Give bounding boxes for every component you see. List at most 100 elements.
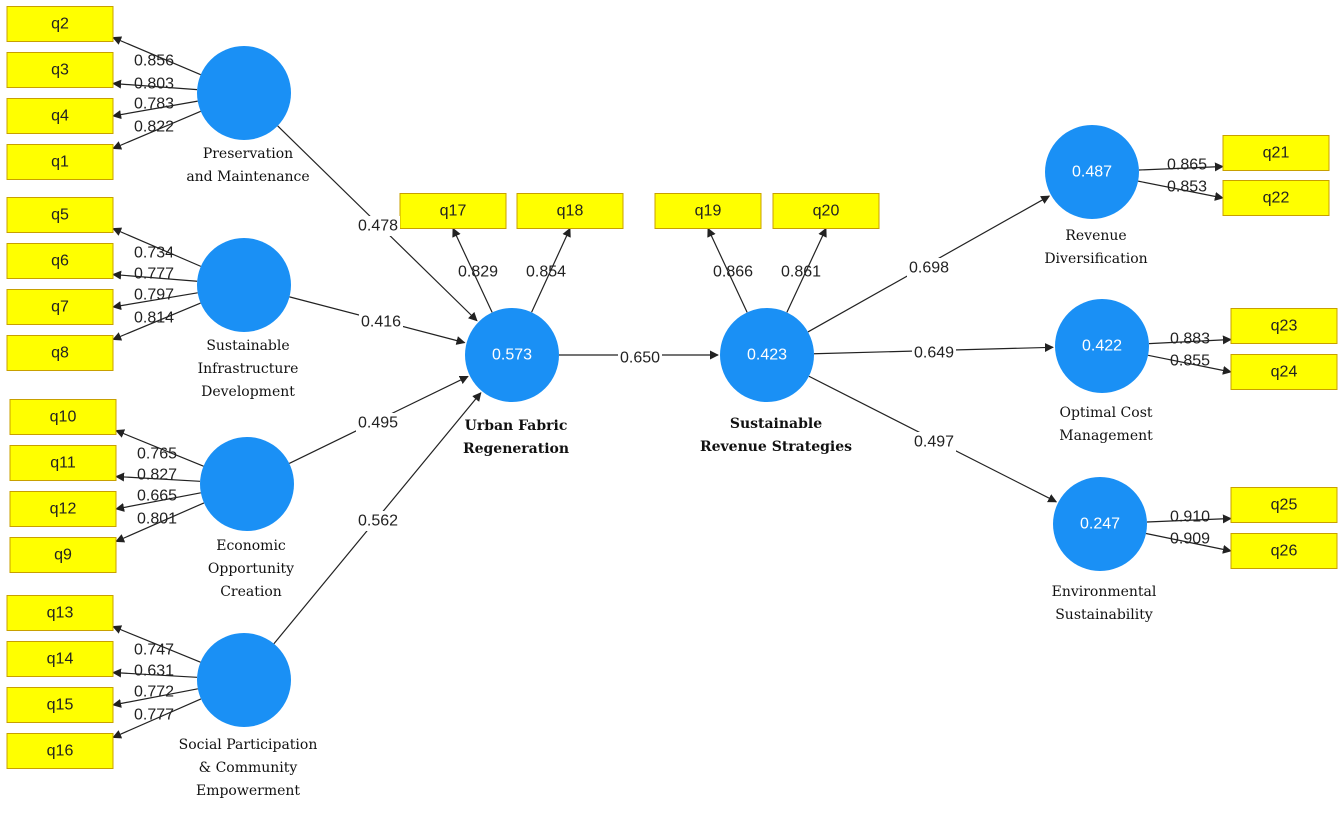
loading-arrow-q16: [112, 698, 202, 739]
loading-label-q23: 0.883: [1170, 331, 1210, 348]
loading-label-q12: 0.665: [137, 488, 177, 505]
construct-label-pm: Preservation: [203, 146, 293, 162]
path-coef-sid-ufr: 0.416: [361, 314, 401, 331]
indicator-label: q7: [51, 299, 69, 316]
indicator-q16[interactable]: q16: [6, 733, 114, 769]
construct-sid[interactable]: [197, 238, 291, 332]
indicator-label: q14: [47, 651, 74, 668]
indicator-label: q17: [440, 203, 467, 220]
indicator-q25[interactable]: q25: [1230, 487, 1338, 523]
loading-arrow-q1: [112, 110, 201, 150]
indicator-q10[interactable]: q10: [9, 399, 117, 435]
r-squared-value: 0.573: [492, 347, 532, 364]
loading-label-q22: 0.853: [1167, 179, 1207, 196]
indicator-q2[interactable]: q2: [6, 6, 114, 42]
r-squared-value: 0.247: [1080, 516, 1120, 533]
indicator-q4[interactable]: q4: [6, 98, 114, 134]
construct-label-spce: Social Participation: [179, 737, 318, 753]
loading-arrow-q3: [112, 79, 198, 91]
path-label-bg: [912, 432, 956, 452]
loading-label-q21: 0.865: [1167, 157, 1207, 174]
construct-label-ocm: Management: [1059, 428, 1153, 444]
loading-label-q16: 0.777: [134, 707, 174, 724]
loading-arrow-q12: [115, 492, 201, 512]
construct-es[interactable]: 0.247: [1053, 477, 1147, 571]
indicator-label: q26: [1271, 543, 1298, 560]
loading-label-q1: 0.822: [134, 119, 174, 136]
indicator-q3[interactable]: q3: [6, 52, 114, 88]
indicator-q15[interactable]: q15: [6, 687, 114, 723]
construct-spce[interactable]: [197, 633, 291, 727]
construct-label-spce: & Community: [199, 760, 298, 776]
indicator-label: q2: [51, 16, 69, 33]
construct-label-srs: Revenue Strategies: [700, 439, 852, 455]
loading-label-q15: 0.772: [134, 684, 174, 701]
construct-ocm[interactable]: 0.422: [1055, 299, 1149, 393]
indicator-q24[interactable]: q24: [1230, 354, 1338, 390]
path-label-bg: [912, 343, 956, 363]
indicator-label: q25: [1271, 497, 1298, 514]
construct-ufr[interactable]: 0.573: [465, 308, 559, 402]
construct-srs[interactable]: 0.423: [720, 308, 814, 402]
indicator-q19[interactable]: q19: [654, 193, 762, 229]
construct-label-es: Sustainability: [1055, 607, 1153, 623]
indicator-label: q16: [47, 743, 74, 760]
indicator-q17[interactable]: q17: [399, 193, 507, 229]
path-label-bg: [359, 312, 403, 332]
loading-label-q24: 0.855: [1170, 353, 1210, 370]
loading-arrow-q21: [1138, 162, 1224, 172]
indicator-q8[interactable]: q8: [6, 335, 114, 371]
indicator-q11[interactable]: q11: [9, 445, 117, 481]
indicator-q20[interactable]: q20: [772, 193, 880, 229]
indicator-q18[interactable]: q18: [516, 193, 624, 229]
loading-label-q25: 0.910: [1170, 509, 1210, 526]
indicator-q21[interactable]: q21: [1222, 135, 1330, 171]
loading-arrow-q20: [786, 227, 827, 313]
indicator-q7[interactable]: q7: [6, 289, 114, 325]
indicator-q6[interactable]: q6: [6, 243, 114, 279]
indicator-q22[interactable]: q22: [1222, 180, 1330, 216]
loading-arrow-q5: [112, 227, 202, 267]
loading-label-q14: 0.631: [134, 663, 174, 680]
path-label-bg: [356, 216, 400, 236]
indicator-q9[interactable]: q9: [9, 537, 117, 573]
indicator-q23[interactable]: q23: [1230, 308, 1338, 344]
construct-eoc[interactable]: [200, 437, 294, 531]
construct-label-sid: Infrastructure: [198, 361, 299, 377]
loading-arrow-q15: [112, 688, 198, 708]
loading-arrow-q10: [115, 429, 204, 467]
loading-label-q11: 0.827: [137, 467, 177, 484]
loading-label-q20: 0.861: [781, 264, 821, 281]
indicator-label: q9: [54, 547, 72, 564]
construct-rd[interactable]: 0.487: [1045, 125, 1139, 219]
r-squared-value: 0.422: [1082, 338, 1122, 355]
loading-arrow-q22: [1137, 180, 1224, 201]
construct-label-eoc: Opportunity: [208, 561, 294, 577]
construct-pm[interactable]: [197, 46, 291, 140]
loading-label-q19: 0.866: [713, 264, 753, 281]
r-squared-value: 0.423: [747, 347, 787, 364]
construct-label-ufr: Regeneration: [463, 441, 569, 457]
path-coef-eoc-ufr: 0.495: [358, 415, 398, 432]
loading-arrow-q6: [112, 270, 198, 282]
indicator-label: q22: [1263, 190, 1290, 207]
indicator-label: q3: [51, 62, 69, 79]
construct-label-eoc: Creation: [220, 584, 282, 600]
indicator-q12[interactable]: q12: [9, 491, 117, 527]
indicator-q5[interactable]: q5: [6, 197, 114, 233]
construct-label-sid: Development: [201, 384, 295, 400]
indicator-q14[interactable]: q14: [6, 641, 114, 677]
indicator-label: q21: [1263, 145, 1290, 162]
path-label-bg: [907, 258, 951, 278]
path-label-bg: [618, 348, 662, 368]
indicator-label: q5: [51, 207, 69, 224]
construct-label-ocm: Optimal Cost: [1059, 405, 1152, 421]
indicator-q26[interactable]: q26: [1230, 533, 1338, 569]
construct-label-es: Environmental: [1052, 584, 1157, 600]
construct-label-pm: and Maintenance: [186, 169, 309, 185]
indicator-q13[interactable]: q13: [6, 595, 114, 631]
indicator-q1[interactable]: q1: [6, 144, 114, 180]
path-label-bg: [356, 413, 400, 433]
loading-arrow-q25: [1146, 514, 1232, 524]
